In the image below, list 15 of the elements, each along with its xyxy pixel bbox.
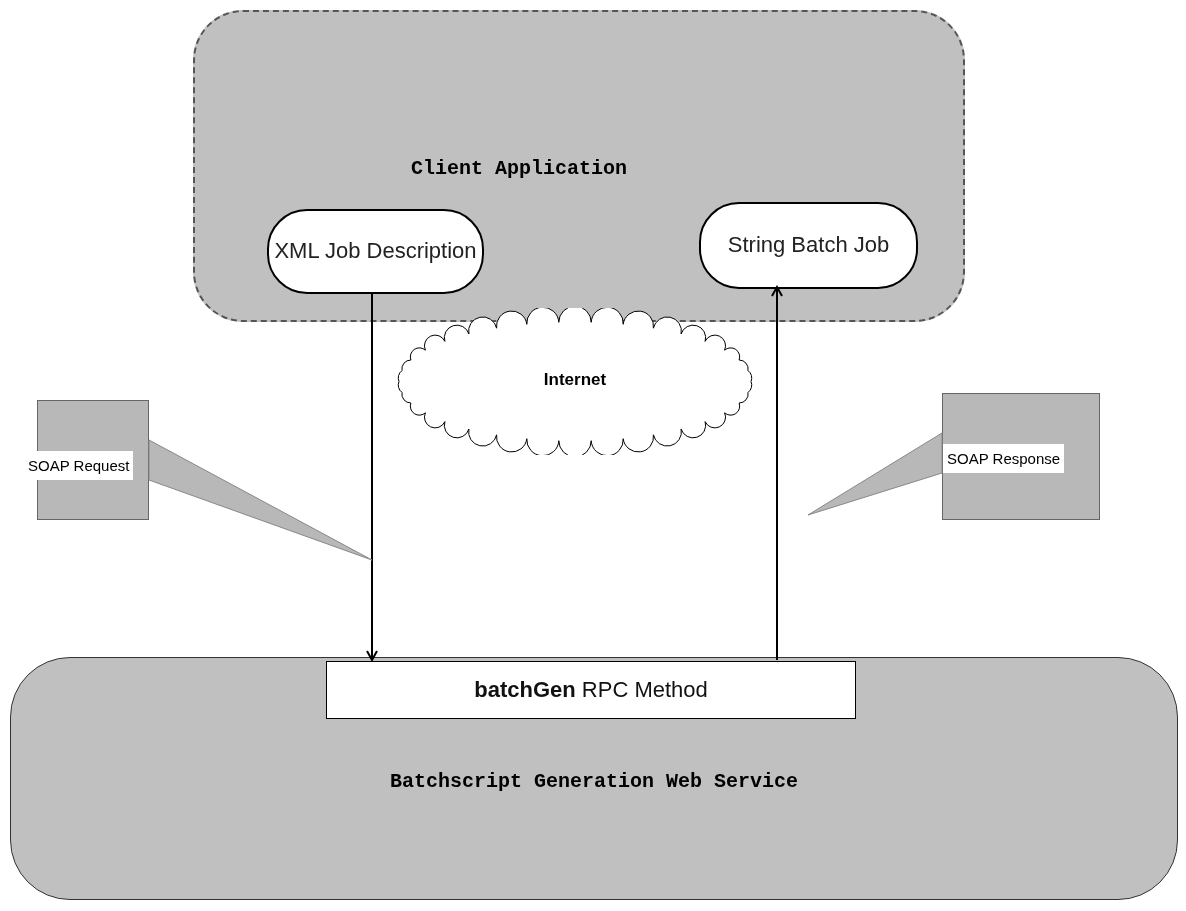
method-box [326,661,856,719]
container-title: Batchscript Generation Web Service [388,770,800,793]
rounded-container [10,657,1178,900]
rounded-box: String Batch Job [699,202,918,289]
callout-box [942,393,1100,520]
rounded-box: XML Job Description [267,209,484,294]
callout-pointer [148,439,373,561]
method-label: batchGen RPC Method [474,677,708,703]
dashed-container [193,10,965,322]
cloud-label: Internet [542,370,608,390]
arrow [366,291,378,661]
arrow [771,286,783,661]
callout-pointer [807,432,943,516]
container-title: Client Application [409,157,628,180]
callout-label: SOAP Response [943,444,1065,473]
